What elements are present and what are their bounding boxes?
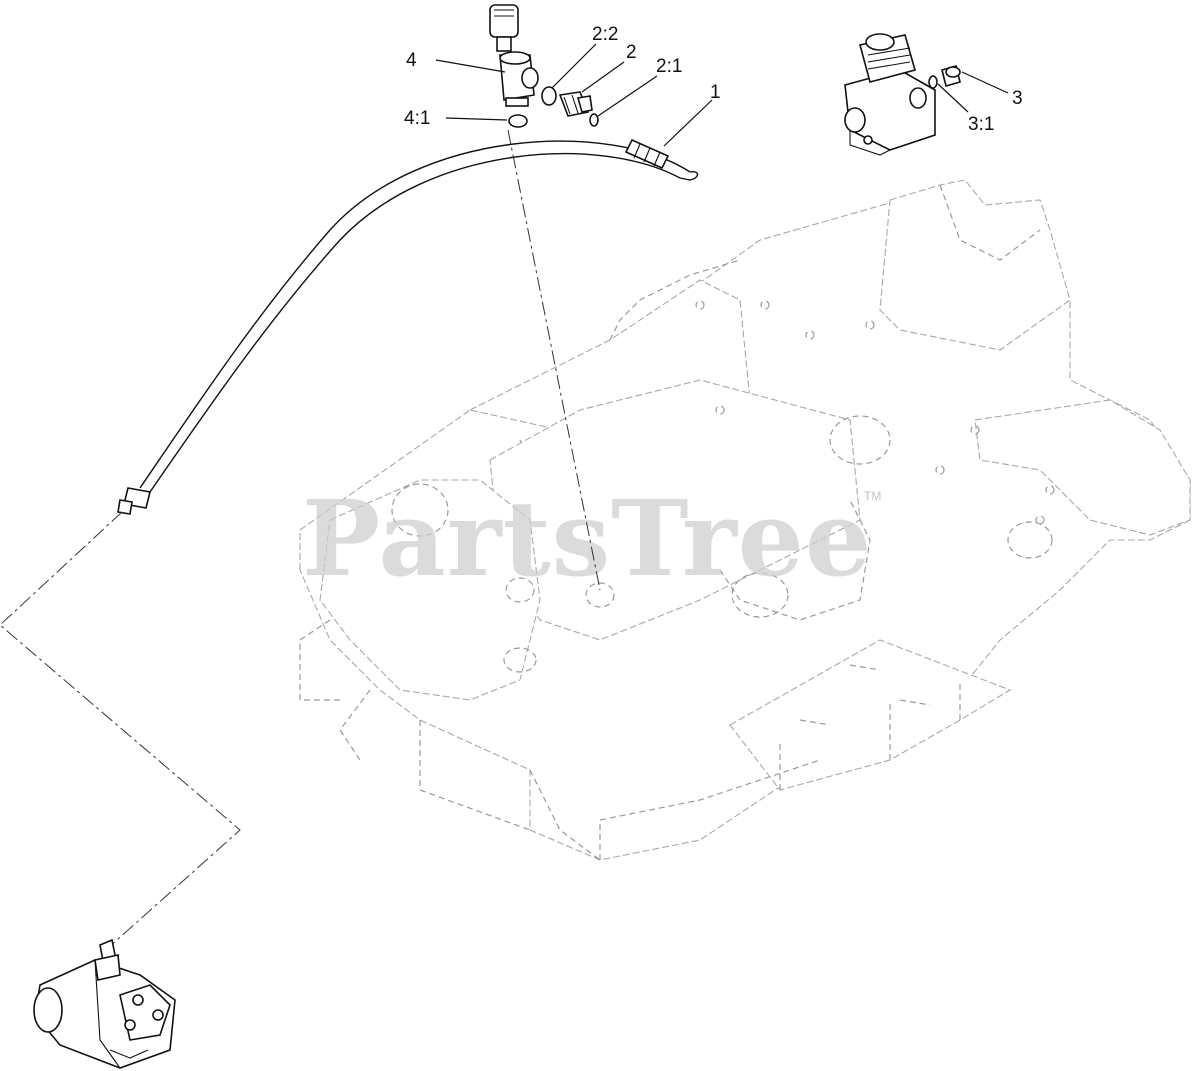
callout-3: 3 — [1012, 88, 1023, 109]
o-ring-2-2 — [541, 86, 557, 106]
connection-path-tee — [507, 129, 601, 591]
leader-lines — [435, 43, 1009, 147]
callout-3-1: 3:1 — [968, 114, 994, 135]
callout-2-2: 2:2 — [592, 24, 618, 45]
adapter-fitting — [558, 91, 593, 117]
callout-1: 1 — [710, 82, 721, 103]
watermark-brand: PartsTree — [302, 477, 872, 600]
tee-fitting — [489, 4, 539, 107]
o-ring-2-1 — [589, 113, 599, 127]
wheel-motor — [33, 938, 176, 1069]
callout-labels: 4 4:1 2:2 2 2:1 1 3 3:1 — [404, 24, 1023, 135]
callout-2: 2 — [626, 42, 637, 63]
o-ring-4-1 — [508, 114, 528, 128]
o-ring-3-1 — [928, 75, 938, 89]
connection-path-motor — [0, 511, 241, 949]
callout-2-1: 2:1 — [656, 56, 682, 77]
callout-4: 4 — [406, 50, 417, 71]
partstree-watermark: PartsTree TM — [302, 477, 881, 600]
callout-4-1: 4:1 — [404, 108, 430, 129]
watermark-trademark: TM — [864, 489, 881, 503]
control-valve — [844, 33, 936, 156]
frame-ghost-drawing — [299, 179, 1191, 861]
plug-3 — [941, 65, 961, 87]
hose-assembly — [117, 138, 699, 515]
